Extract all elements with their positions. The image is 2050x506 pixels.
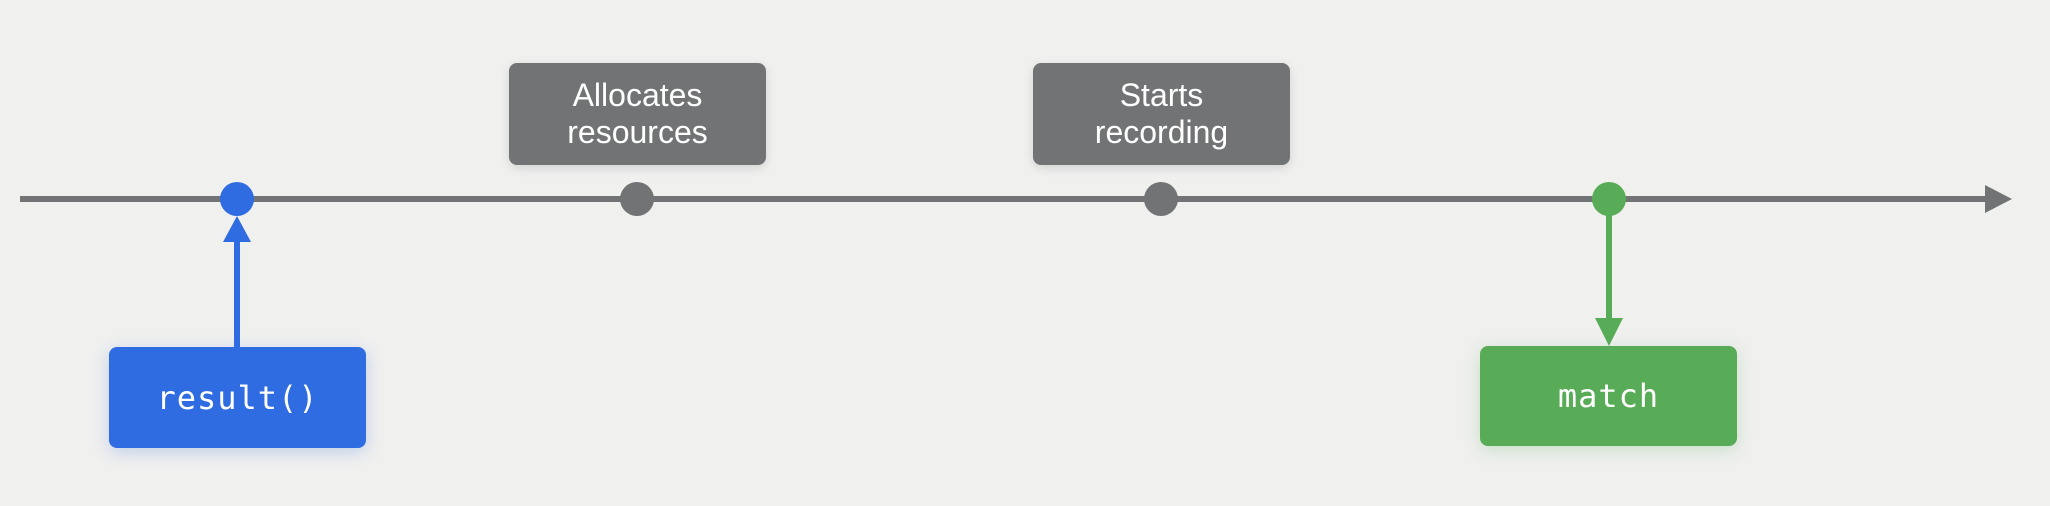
match-arrowhead — [1595, 318, 1623, 346]
result-arrowhead — [223, 216, 251, 242]
match-box: match — [1480, 346, 1737, 446]
starts-line-2: recording — [1094, 114, 1229, 150]
result-call-box: result() — [109, 347, 366, 448]
allocates-line-2: resources — [567, 114, 708, 150]
match-marker — [1592, 182, 1626, 216]
starts-recording-label: Starts recording — [1033, 63, 1290, 165]
result-marker — [220, 182, 254, 216]
allocates-line-1: Allocates — [572, 77, 703, 113]
starts-line-1: Starts — [1119, 77, 1204, 113]
match-label: match — [1557, 377, 1660, 415]
timeline-arrowhead — [1985, 185, 2012, 213]
allocates-resources-label: Allocates resources — [509, 63, 766, 165]
allocates-marker — [620, 182, 654, 216]
starts-marker — [1144, 182, 1178, 216]
result-call-label: result() — [156, 378, 319, 417]
